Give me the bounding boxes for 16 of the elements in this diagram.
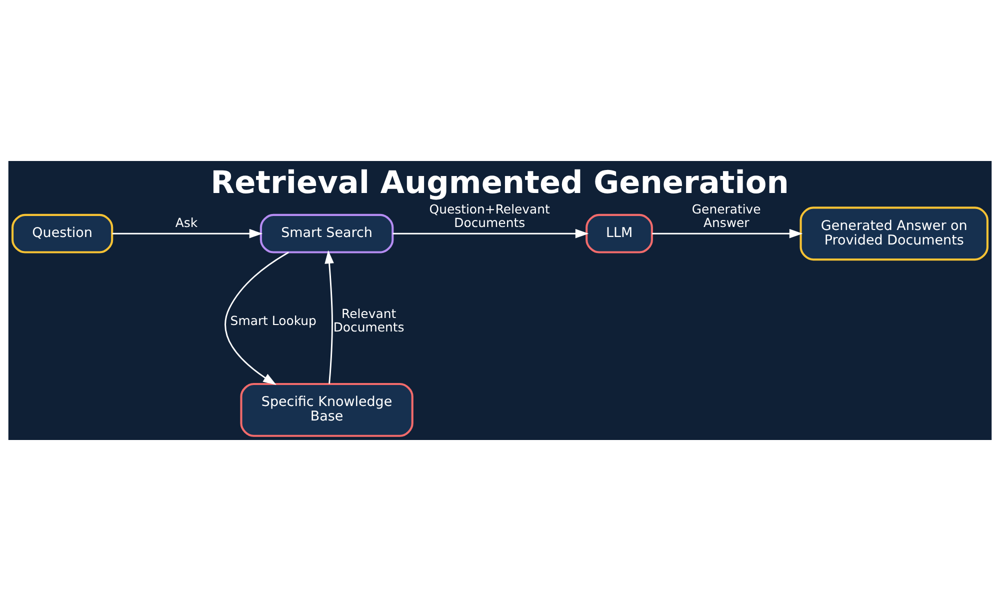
node-box: LLM (586, 213, 653, 253)
edge-label: Question+Relevant Documents (429, 200, 550, 230)
arrow (112, 228, 263, 238)
diagram-title: Retrieval Augmented Generation (210, 164, 789, 201)
node-box: Specific Knowledge Base (240, 382, 414, 436)
arrow (324, 250, 334, 384)
node-box: Smart Search (260, 213, 394, 253)
node-box: Generated Answer on Provided Documents (800, 206, 988, 260)
edge-label: Ask (175, 214, 198, 230)
arrow (224, 251, 289, 384)
edge-label: Relevant Documents (333, 306, 404, 334)
edge-label: Generative Answer (692, 200, 761, 230)
node-box: Question (12, 213, 114, 253)
arrow (652, 228, 803, 238)
edge-label: Smart Lookup (230, 312, 316, 328)
arrow (392, 228, 589, 238)
